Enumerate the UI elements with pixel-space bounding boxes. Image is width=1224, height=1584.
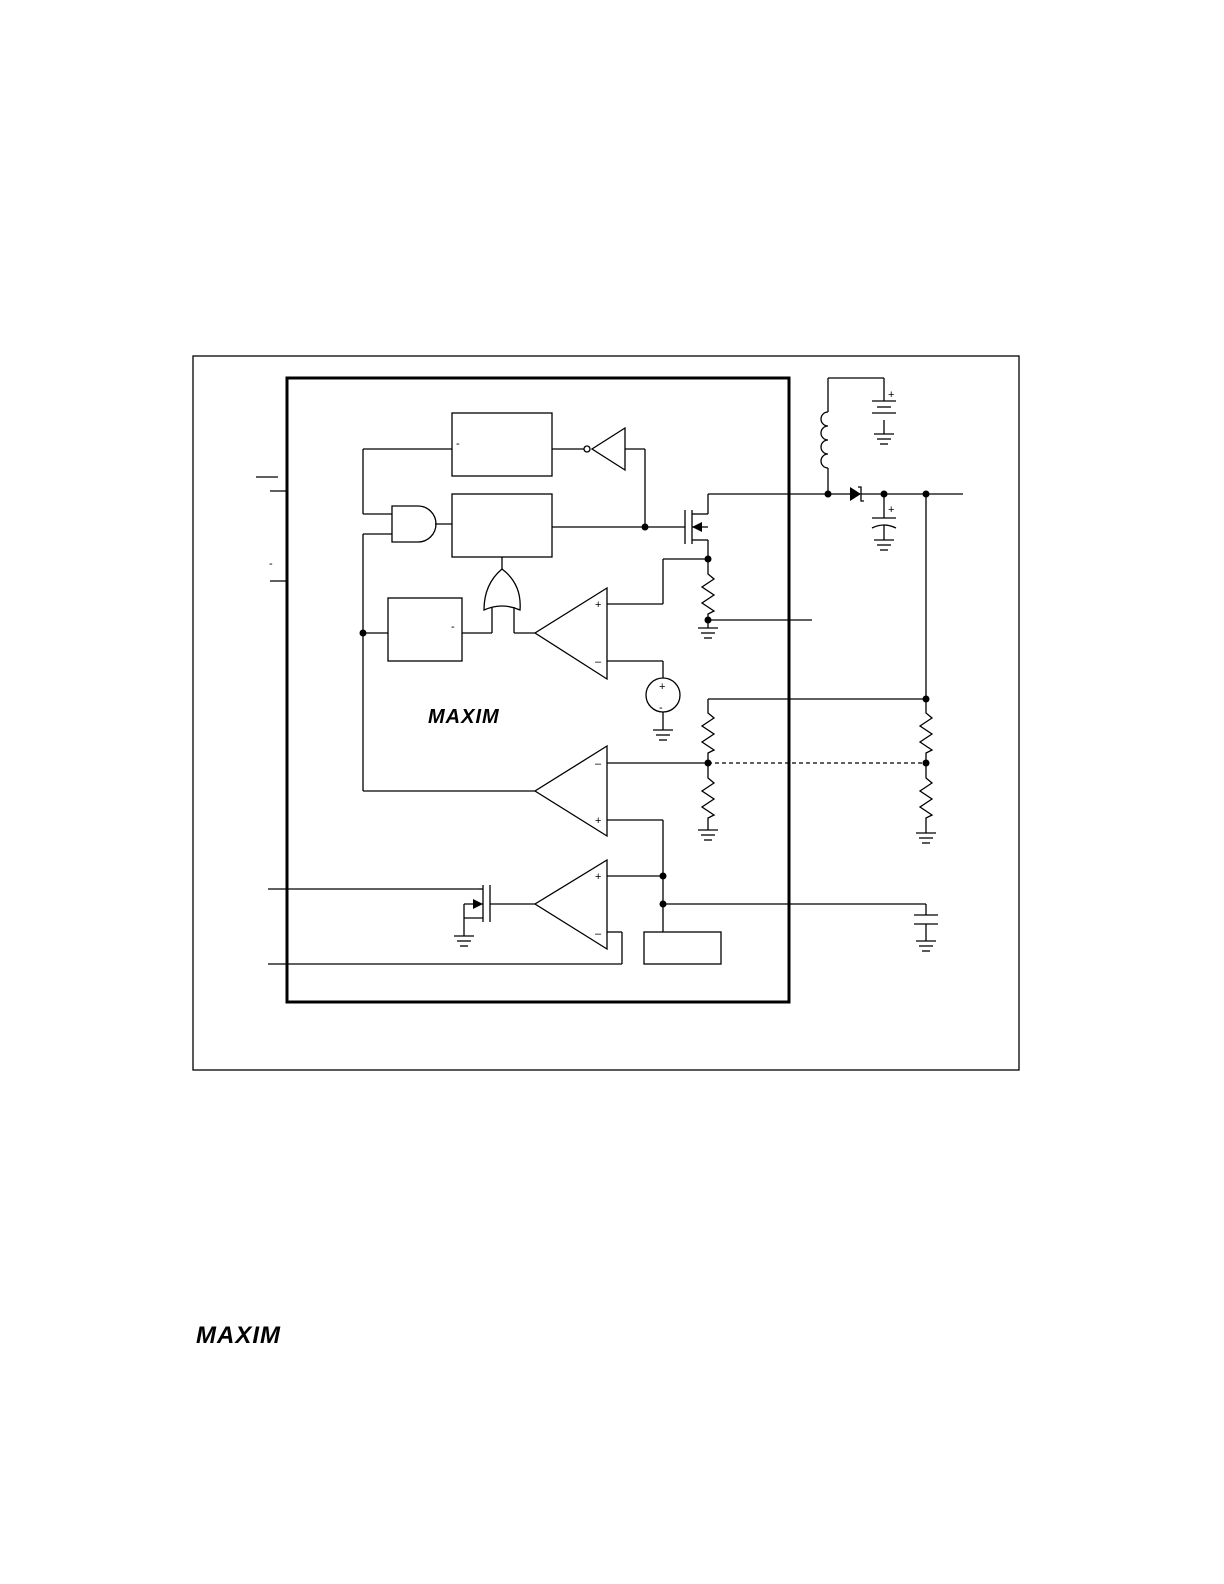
footer-brand-logo: MAXIM xyxy=(196,1322,281,1349)
figure-frame xyxy=(192,355,1020,1071)
timer-minus: - xyxy=(451,621,455,633)
input-source xyxy=(872,378,896,445)
ref-plus: + xyxy=(659,681,665,693)
latch-block-top xyxy=(451,412,553,477)
control-block xyxy=(451,493,553,558)
inductor xyxy=(820,377,884,494)
reference-source xyxy=(645,677,681,741)
error-comparator xyxy=(363,744,708,904)
cmp2-minus: – xyxy=(595,758,602,770)
latch-top-minus: - xyxy=(456,438,460,450)
left-pin-lines xyxy=(256,476,622,965)
internal-divider xyxy=(698,699,718,841)
power-mosfet xyxy=(684,493,828,559)
pin-minus-mark: - xyxy=(269,558,273,570)
ref-minus: - xyxy=(659,702,663,714)
external-divider xyxy=(916,699,936,844)
cmp3-plus: + xyxy=(595,871,601,883)
outcap-plus: + xyxy=(888,504,894,516)
inverter xyxy=(552,426,646,527)
battery-plus: + xyxy=(888,389,894,401)
reference-comparator xyxy=(490,858,663,964)
sense-resistor xyxy=(698,559,812,639)
cmp2-plus: + xyxy=(595,815,601,827)
chip-logo: MAXIM xyxy=(428,706,500,728)
cmp1-minus: – xyxy=(595,656,602,668)
output-capacitor xyxy=(871,494,897,551)
current-comparator xyxy=(533,558,708,681)
or-gate xyxy=(462,557,535,634)
shutdown-mosfet xyxy=(454,885,491,947)
ref-bypass-capacitor xyxy=(663,903,938,952)
ic-boundary xyxy=(285,376,791,1004)
cmp3-minus: – xyxy=(595,928,602,940)
and-gate xyxy=(362,448,452,791)
timer-block xyxy=(387,597,463,662)
schottky-diode xyxy=(828,486,963,502)
cmp1-plus: + xyxy=(595,599,601,611)
reference-block xyxy=(643,931,722,965)
